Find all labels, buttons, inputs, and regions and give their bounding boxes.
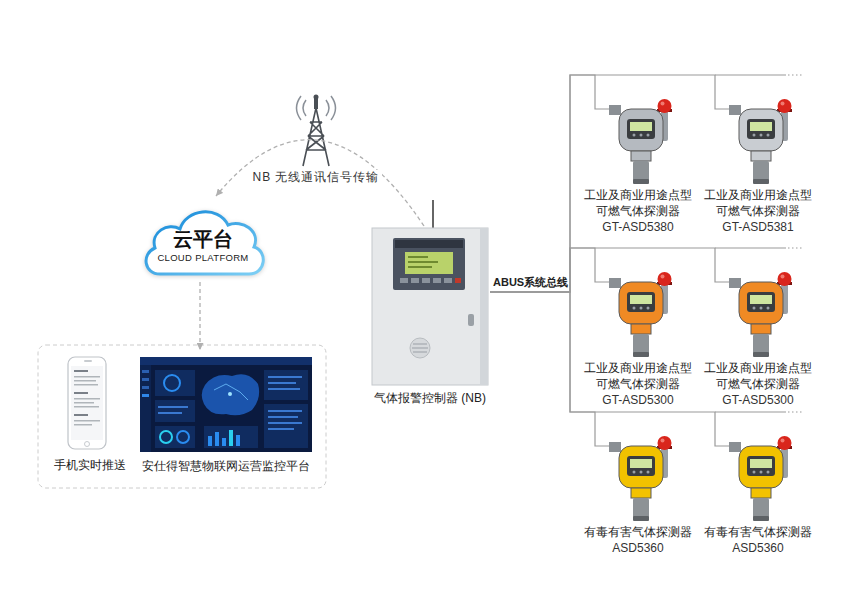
node-text: 工业及商业用途点型 可燃气体探测器 [579, 187, 697, 219]
screen-node: 安仕得智慧物联网运营监控平台 [136, 350, 316, 474]
cloud-node: 云平台CLOUD PLATFORM [138, 196, 268, 282]
controller-node: 气体报警控制器 (NB) [370, 226, 490, 406]
edge-label: NB 无线通讯信号传输 [250, 170, 381, 185]
bus-wire [490, 292, 595, 432]
node-text: 工业及商业用途点型 可燃气体探测器 [699, 187, 817, 219]
node-text: GT-ASD5381 [699, 219, 817, 235]
picture-space [579, 268, 697, 360]
picture-space [370, 226, 490, 388]
node-text: ASD5360 [699, 540, 817, 556]
node-text: 安仕得智慧物联网运营监控平台 [136, 458, 316, 474]
picture-space [579, 95, 697, 187]
bus-label: ABUS系统总线 [492, 276, 569, 289]
detector-picture [595, 268, 672, 357]
picture-space [46, 355, 134, 455]
dashed-panel [38, 345, 326, 488]
dashboard-picture [140, 357, 312, 452]
detector-picture [595, 95, 672, 184]
picture-space [699, 95, 817, 187]
detector-node: 工业及商业用途点型 可燃气体探测器GT-ASD5300 [579, 268, 697, 408]
detector-picture [715, 268, 792, 357]
node-text: 工业及商业用途点型 可燃气体探测器 [699, 360, 817, 392]
controller-picture [372, 200, 488, 385]
node-text: 云平台 [138, 227, 268, 251]
detector-node: 有毒有害气体探测器ASD5360 [699, 432, 817, 556]
node-text: 工业及商业用途点型 可燃气体探测器 [579, 360, 697, 392]
signal-tower [297, 95, 336, 167]
bus-wire [490, 248, 715, 292]
detector-node: 工业及商业用途点型 可燃气体探测器GT-ASD5380 [579, 95, 697, 235]
bus-wire [490, 75, 715, 292]
node-text: CLOUD PLATFORM [138, 251, 268, 264]
dashed-arrow [216, 140, 424, 226]
node-text: 有毒有害气体探测器 [579, 524, 697, 540]
node-text: GT-ASD5300 [699, 392, 817, 408]
bus-wire [490, 75, 595, 292]
node-text: GT-ASD5300 [579, 392, 697, 408]
detector-picture [715, 95, 792, 184]
detector-node: 工业及商业用途点型 可燃气体探测器GT-ASD5381 [699, 95, 817, 235]
bus-wire [490, 248, 595, 292]
phone-node: 手机实时推送 [46, 355, 134, 473]
dashed-arrow [199, 282, 200, 350]
node-text: ASD5360 [579, 540, 697, 556]
picture-space [699, 432, 817, 524]
picture-space [136, 350, 316, 456]
picture-space [579, 432, 697, 524]
detector-picture [715, 432, 792, 521]
node-text: 有毒有害气体探测器 [699, 524, 817, 540]
node-text: 手机实时推送 [46, 457, 134, 473]
phone-picture [68, 357, 106, 449]
picture-space [699, 268, 817, 360]
node-text: GT-ASD5380 [579, 219, 697, 235]
detector-node: 有毒有害气体探测器ASD5360 [579, 432, 697, 556]
detector-node: 工业及商业用途点型 可燃气体探测器GT-ASD5300 [699, 268, 817, 408]
node-text: 气体报警控制器 (NB) [370, 390, 490, 406]
detector-picture [595, 432, 672, 521]
bus-wire [490, 292, 715, 432]
